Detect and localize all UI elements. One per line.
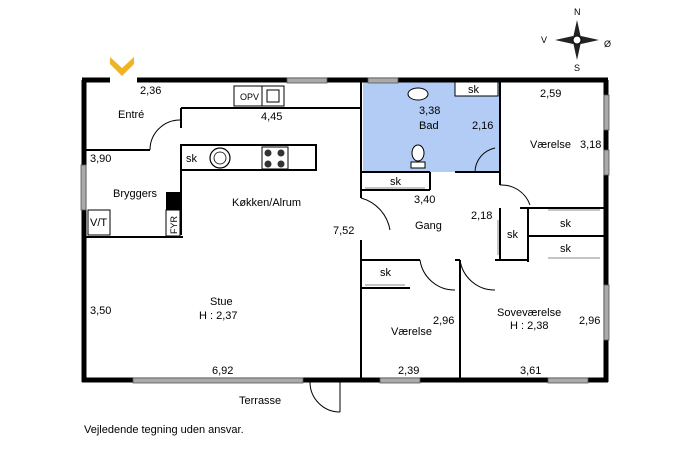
vaer1-name: Værelse xyxy=(530,139,571,151)
stue-dim-h: 3,50 xyxy=(90,305,111,317)
interior-walls xyxy=(84,82,606,382)
sove-dim-h: 2,96 xyxy=(579,315,600,327)
kitchen-sk: sk xyxy=(186,153,198,165)
entry-marker xyxy=(110,57,134,76)
washer-icon xyxy=(209,147,231,169)
vaer1-dim-w: 2,59 xyxy=(540,88,561,100)
fyr-label: FYR xyxy=(169,215,179,234)
gang-sk2: sk xyxy=(507,229,519,241)
kitchen-top-dim: 4,45 xyxy=(261,111,282,123)
bad-name: Bad xyxy=(419,120,439,132)
kokken-name: Køkken/Alrum xyxy=(232,197,301,209)
bad-sk: sk xyxy=(468,84,480,96)
vaer2-dim-h: 2,96 xyxy=(433,315,454,327)
terrasse-label: Terrasse xyxy=(239,395,281,407)
wardrobe-doors xyxy=(365,187,600,286)
disclaimer-text: Vejledende tegning uden ansvar. xyxy=(84,424,244,436)
bryggers-dim: 3,90 xyxy=(90,153,111,165)
toilet-icon xyxy=(411,144,425,162)
right-sk1: sk xyxy=(560,218,572,230)
stue-height: H : 2,37 xyxy=(199,310,238,322)
gang-name: Gang xyxy=(415,220,442,232)
sove-height: H : 2,38 xyxy=(510,320,549,332)
vaer2-sk: sk xyxy=(380,267,392,279)
vt-box xyxy=(87,209,111,236)
vaer2-name: Værelse xyxy=(391,326,432,338)
sove-name: Soveværelse xyxy=(497,307,561,319)
washbasin-icon xyxy=(407,87,429,101)
vaer1-dim-h: 3,18 xyxy=(580,139,601,151)
compass-w: V xyxy=(541,35,547,45)
windows xyxy=(80,77,610,384)
vt-label: V/T xyxy=(90,217,107,229)
door-arcs xyxy=(149,119,531,413)
bathroom-fill xyxy=(363,82,500,172)
stue-name: Stue xyxy=(210,296,233,308)
gang-sk1: sk xyxy=(390,176,402,188)
sove-dim-w: 3,61 xyxy=(520,365,541,377)
bryggers-name: Bryggers xyxy=(113,188,158,200)
compass: N S V Ø xyxy=(541,7,611,73)
sink-icon xyxy=(261,85,285,107)
compass-n: N xyxy=(574,7,581,17)
kokken-dim: 7,52 xyxy=(333,225,354,237)
entre-dim: 2,36 xyxy=(140,85,161,97)
bad-dim-w: 3,38 xyxy=(419,105,440,117)
stue-dim-w: 6,92 xyxy=(212,365,233,377)
compass-s: S xyxy=(574,63,580,73)
fyr-block xyxy=(166,192,180,210)
fyr-box xyxy=(165,209,181,237)
vaer2-dim-w: 2,39 xyxy=(398,365,419,377)
bad-dim-h: 2,16 xyxy=(472,120,493,132)
compass-e: Ø xyxy=(604,39,611,49)
gang-dim-w: 3,40 xyxy=(414,194,435,206)
opv-label: OPV xyxy=(240,92,259,102)
entre-name: Entré xyxy=(118,109,144,121)
bath-sk-box xyxy=(454,81,499,97)
right-sk2: sk xyxy=(560,243,572,255)
gang-dim-h: 2,18 xyxy=(471,210,492,222)
